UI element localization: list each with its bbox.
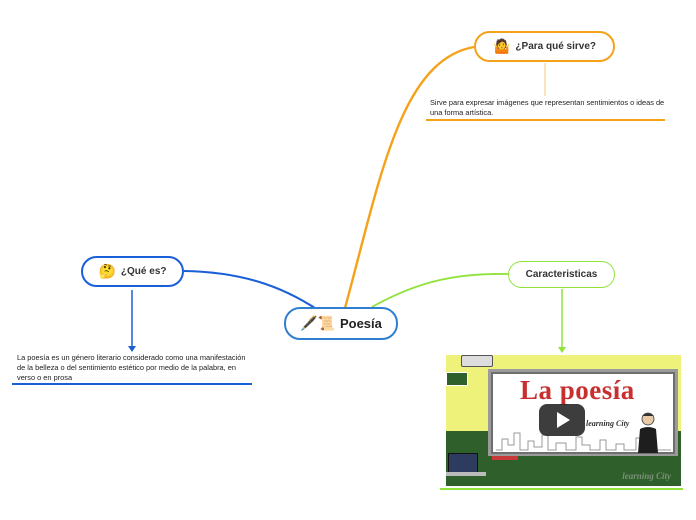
thinking-face-icon: 🤔 bbox=[98, 263, 115, 280]
node-caracteristicas-label: Caracteristicas bbox=[526, 269, 598, 280]
node-que-es-label: ¿Qué es? bbox=[121, 266, 167, 277]
arrow-head-que bbox=[128, 346, 136, 352]
pen-scroll-icon: 🖋️📜 bbox=[300, 315, 335, 332]
note-que-es: La poesía es un género literario conside… bbox=[17, 353, 249, 383]
note-para-que-sirve: Sirve para expresar imágenes que represe… bbox=[430, 98, 666, 118]
node-caracteristicas[interactable]: Caracteristicas bbox=[508, 261, 615, 288]
connector-que-es bbox=[184, 271, 318, 310]
central-node-poesia[interactable]: 🖋️📜 Poesía bbox=[284, 307, 398, 340]
arrow-head-carac bbox=[558, 347, 566, 353]
video-thumbnail[interactable]: La poesía learning City learning City bbox=[446, 355, 681, 486]
node-que-es[interactable]: 🤔 ¿Qué es? bbox=[81, 256, 184, 287]
note-para-underline bbox=[426, 119, 665, 121]
note-que-es-underline bbox=[12, 383, 252, 385]
laptop-base bbox=[446, 472, 486, 476]
connector-caracteristicas bbox=[372, 274, 508, 307]
sign-icon bbox=[446, 372, 468, 386]
node-para-que-label: ¿Para qué sirve? bbox=[515, 41, 596, 52]
shrug-icon: 🤷 bbox=[493, 38, 510, 55]
node-para-que-sirve[interactable]: 🤷 ¿Para qué sirve? bbox=[474, 31, 615, 62]
video-subtitle: learning City bbox=[586, 419, 629, 428]
video-underline bbox=[440, 488, 683, 490]
board-tray bbox=[492, 456, 518, 460]
connector-para-que bbox=[345, 47, 474, 308]
video-watermark: learning City bbox=[622, 471, 671, 481]
presenter-figure bbox=[636, 411, 660, 453]
play-button[interactable] bbox=[539, 404, 585, 436]
projector-icon bbox=[461, 355, 493, 367]
central-node-label: Poesía bbox=[340, 316, 382, 331]
video-title: La poesía bbox=[520, 375, 635, 406]
